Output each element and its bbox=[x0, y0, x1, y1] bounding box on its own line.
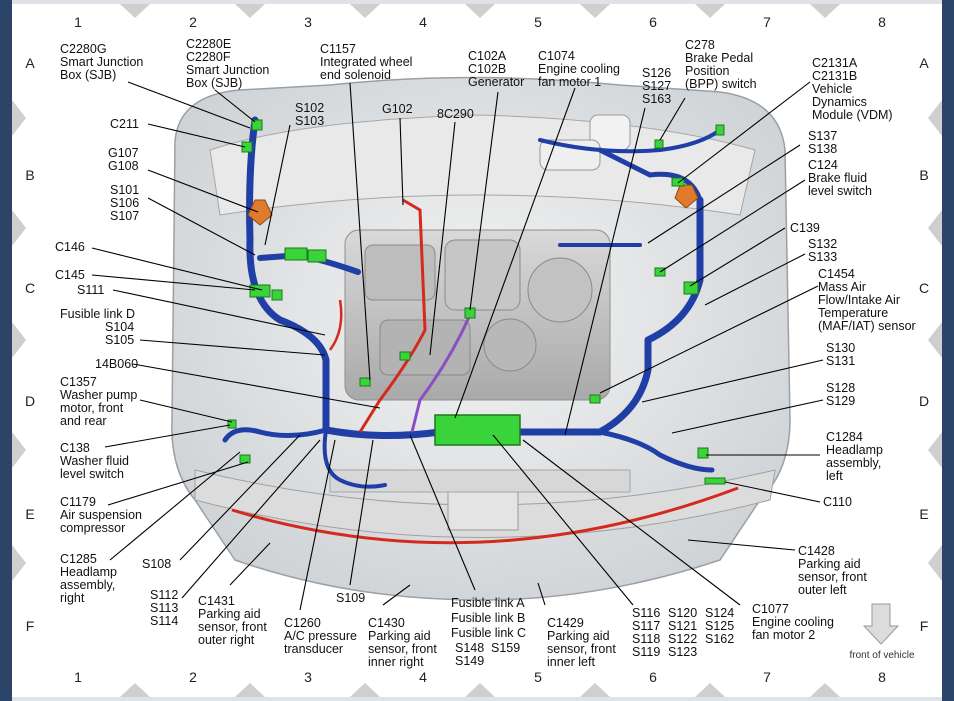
col-label: 1 bbox=[74, 14, 82, 30]
row-label: A bbox=[919, 55, 929, 71]
c146-label: C146 bbox=[55, 240, 85, 254]
row-label: B bbox=[25, 167, 34, 183]
col-label: 7 bbox=[763, 14, 771, 30]
c211-label: C211 bbox=[110, 117, 139, 131]
leader-lines bbox=[91, 81, 824, 611]
c14b060-label: 14B060 bbox=[95, 357, 138, 371]
row-label: C bbox=[919, 280, 929, 296]
col-label: 4 bbox=[419, 14, 427, 30]
c139-label: C139 bbox=[790, 221, 820, 235]
row-label: F bbox=[920, 618, 929, 634]
grid-labels: 1 2 3 4 5 6 7 8 1 2 3 4 5 6 7 8 A B C D … bbox=[25, 14, 929, 685]
col-label: 1 bbox=[74, 669, 82, 685]
col-label: 2 bbox=[189, 669, 197, 685]
purple-wire bbox=[410, 314, 472, 433]
s108-label: S108 bbox=[142, 557, 171, 571]
col-label: 4 bbox=[419, 669, 427, 685]
s109-label: S109 bbox=[336, 591, 365, 605]
row-label: D bbox=[25, 393, 35, 409]
col-label: 6 bbox=[649, 669, 657, 685]
parking-aid-wire bbox=[231, 486, 739, 545]
row-label: D bbox=[919, 393, 929, 409]
row-label: B bbox=[919, 167, 928, 183]
col-label: 8 bbox=[878, 669, 886, 685]
col-label: 2 bbox=[189, 14, 197, 30]
row-label: E bbox=[25, 506, 34, 522]
junction-box bbox=[434, 414, 521, 446]
row-label: E bbox=[919, 506, 928, 522]
ground-terminals bbox=[247, 184, 699, 226]
c8c290-label: 8C290 bbox=[437, 107, 474, 121]
col-label: 8 bbox=[878, 14, 886, 30]
col-label: 5 bbox=[534, 14, 542, 30]
s159-label: S159 bbox=[491, 641, 520, 655]
col-label: 5 bbox=[534, 669, 542, 685]
left-side-bar bbox=[0, 0, 12, 701]
front-of-vehicle-arrow: front of vehicle bbox=[849, 603, 915, 661]
col-label: 3 bbox=[304, 14, 312, 30]
engine-block bbox=[344, 114, 631, 401]
g102-label: G102 bbox=[382, 102, 413, 116]
col-label: 6 bbox=[649, 14, 657, 30]
right-side-bar bbox=[942, 0, 954, 701]
c145-label: C145 bbox=[55, 268, 85, 282]
col-label: 3 bbox=[304, 669, 312, 685]
front-of-vehicle-label: front of vehicle bbox=[849, 650, 914, 661]
row-label: F bbox=[26, 618, 35, 634]
col-label: 7 bbox=[763, 669, 771, 685]
row-label: C bbox=[25, 280, 35, 296]
red-wire-fusible bbox=[328, 299, 343, 351]
c110-label: C110 bbox=[823, 495, 852, 509]
grid-chevrons bbox=[12, 4, 942, 697]
s111-label: S111 bbox=[77, 283, 104, 297]
row-label: A bbox=[25, 55, 35, 71]
